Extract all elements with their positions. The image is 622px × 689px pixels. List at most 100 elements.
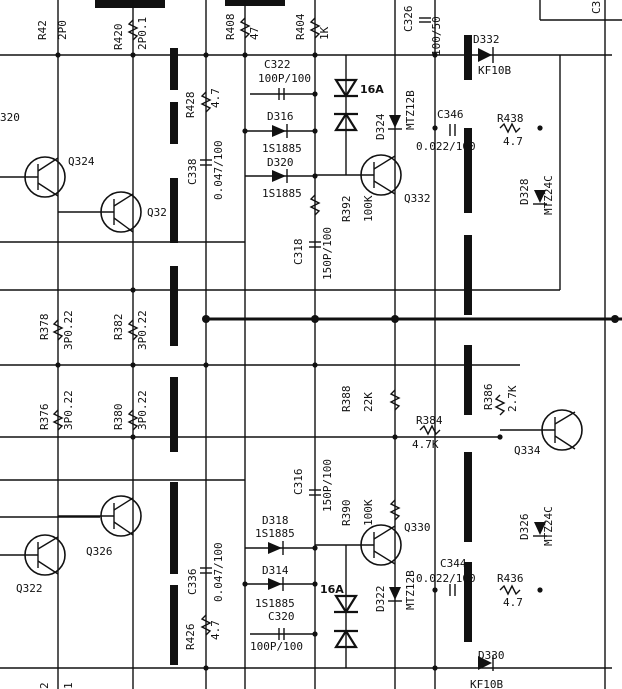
label-r384: R384	[416, 414, 443, 427]
label-r420: R420	[112, 24, 125, 51]
junction-dots	[55, 52, 619, 671]
value-d330: KF10B	[470, 678, 503, 689]
value-c316: 150P/100	[321, 459, 334, 512]
transistor-q326	[58, 495, 142, 537]
value-r436: 4.7	[503, 596, 523, 609]
fuse-stack-bottom	[334, 545, 358, 668]
label-q322: Q322	[16, 582, 43, 595]
top-block-right	[225, 0, 285, 6]
label-r404: R404	[294, 13, 307, 40]
label-c338: C338	[186, 159, 199, 186]
value-c322: 100P/100	[258, 72, 311, 85]
resistor-symbols	[52, 17, 521, 636]
value-d314: 1S1885	[255, 597, 295, 610]
value-c344: 0.022/100	[416, 572, 476, 585]
label-d322: D322	[374, 586, 387, 613]
label-r436: R436	[497, 572, 524, 585]
value-r404: 1K	[318, 26, 331, 40]
label-r426: R426	[184, 624, 197, 651]
label-c322: C322	[264, 58, 291, 71]
value-d332: KF10B	[478, 64, 511, 77]
transistor-q332	[315, 154, 402, 196]
label-c344: C344	[440, 557, 467, 570]
label-d316: D316	[267, 110, 294, 123]
transistor-q324	[0, 156, 66, 198]
cut-label-c3: C3	[590, 1, 603, 14]
label-d318: D318	[262, 514, 289, 527]
label-d332: D332	[473, 33, 500, 46]
top-block-left	[95, 0, 165, 8]
value-r382: 3P0.22	[136, 310, 149, 350]
transistor-q322	[0, 534, 66, 576]
label-c318: C318	[292, 239, 305, 266]
value-r420: 2P0.1	[136, 17, 149, 50]
value-c318: 150P/100	[321, 227, 334, 280]
label-d314: D314	[262, 564, 289, 577]
value-r426: 4.7	[209, 620, 222, 640]
label-r380: R380	[112, 404, 125, 431]
label-r390: R390	[340, 500, 353, 527]
label-q32: Q32	[147, 206, 167, 219]
label-d320: D320	[267, 156, 294, 169]
cut-label-left: 320	[0, 111, 20, 124]
label-c336: C336	[186, 569, 199, 596]
fuse-label-top: 16A	[360, 83, 384, 96]
label-q334: Q334	[514, 444, 541, 457]
label-q330: Q330	[404, 521, 431, 534]
cut-label-tl: R42	[36, 20, 49, 40]
label-d330: D330	[478, 649, 505, 662]
value-r378: 3P0.22	[62, 310, 75, 350]
fuse-stack-top	[334, 55, 358, 175]
label-r428: R428	[184, 92, 197, 119]
label-r386: R386	[482, 384, 495, 411]
value-c326: 100/50	[430, 16, 443, 56]
value-d322: MTZ12B	[404, 570, 417, 610]
label-r376: R376	[38, 404, 51, 431]
transistor-q32	[58, 191, 142, 233]
label-r392: R392	[340, 196, 353, 223]
value-r438: 4.7	[503, 135, 523, 148]
value-c346: 0.022/100	[416, 140, 476, 153]
label-c320: C320	[268, 610, 295, 623]
value-d324: MTZ12B	[404, 90, 417, 130]
cut-label-bl2: 1	[62, 682, 75, 689]
label-r388: R388	[340, 386, 353, 413]
value-d320: 1S1885	[262, 187, 302, 200]
diode-symbols	[245, 47, 547, 671]
value-r388: 22K	[362, 392, 375, 412]
value-d316: 1S1885	[262, 142, 302, 155]
cut-label-bl1: 2	[38, 682, 51, 689]
fuse-label-bottom: 16A	[320, 583, 344, 596]
value-r376: 3P0.22	[62, 390, 75, 430]
label-r382: R382	[112, 314, 125, 341]
value-r408: 47	[248, 27, 261, 40]
label-q332: Q332	[404, 192, 431, 205]
value-r386: 2.7K	[506, 385, 519, 412]
label-r378: R378	[38, 314, 51, 341]
value-r390: 100K	[362, 499, 375, 526]
value-r428: 4.7	[209, 88, 222, 108]
value-r392: 100K	[362, 195, 375, 222]
label-r438: R438	[497, 112, 524, 125]
value-d326: MTZ24C	[542, 506, 555, 546]
label-r408: R408	[224, 14, 237, 41]
value-c336: 0.047/100	[212, 542, 225, 602]
label-c326: C326	[402, 6, 415, 33]
heatsink-bars	[170, 35, 472, 665]
transistor-q334	[500, 409, 583, 451]
capacitor-symbols	[200, 17, 456, 640]
value-r384: 4.7K	[412, 438, 439, 451]
value-c338: 0.047/100	[212, 140, 225, 200]
value-d328: MTZ24C	[542, 175, 555, 215]
label-d324: D324	[374, 113, 387, 140]
transistor-q330	[315, 524, 402, 566]
label-d326: D326	[518, 514, 531, 541]
value-r380: 3P0.22	[136, 390, 149, 430]
label-c316: C316	[292, 469, 305, 496]
cut-label-tl-val: 2P0	[56, 20, 69, 40]
value-d318: 1S1885	[255, 527, 295, 540]
label-d328: D328	[518, 179, 531, 206]
value-c320: 100P/100	[250, 640, 303, 653]
